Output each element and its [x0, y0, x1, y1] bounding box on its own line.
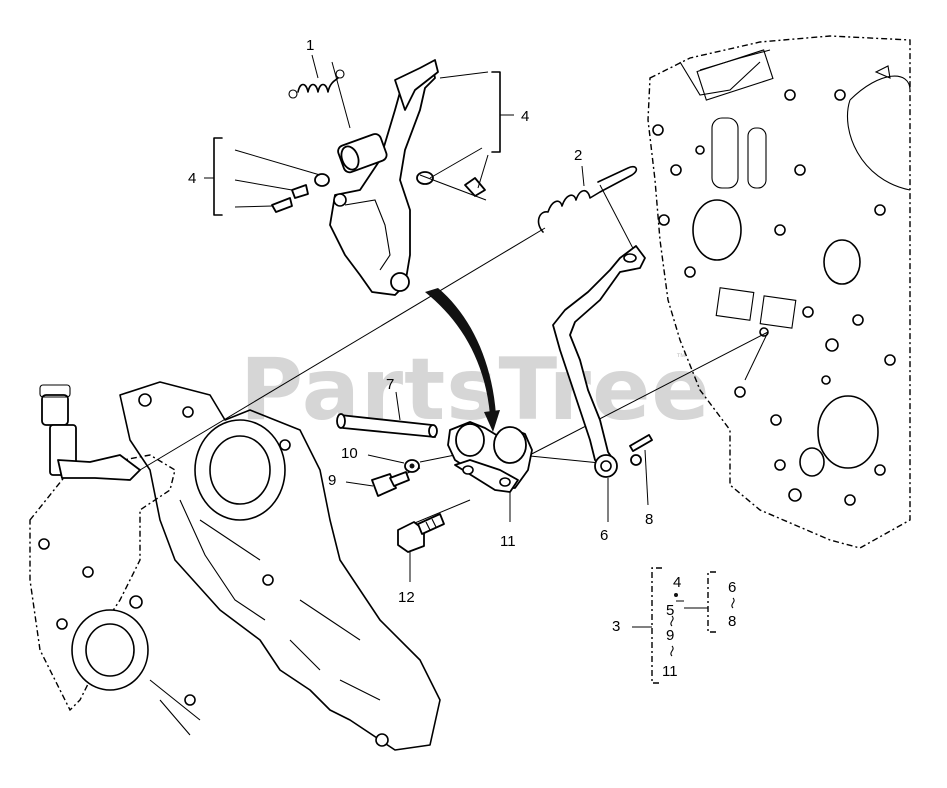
linkage-parts: [336, 391, 533, 582]
callout-7: 7: [386, 376, 395, 393]
legend-assembly-3: 3: [612, 618, 621, 635]
callout-11: 11: [500, 533, 516, 550]
fork-lever-assembly: [204, 54, 514, 296]
watermark-trademark: ™: [676, 352, 686, 363]
return-spring: [537, 165, 638, 233]
callout-1: 1: [306, 37, 315, 54]
callout-8: 8: [645, 511, 654, 528]
legend-item-9: 9: [666, 627, 675, 644]
legend-item-11: 11: [662, 663, 678, 680]
callout-6: 6: [600, 527, 609, 544]
legend-item-8: 8: [728, 613, 737, 630]
sweep-arrow: [425, 288, 500, 432]
legend-item-6: 6: [728, 579, 737, 596]
callout-4-left: 4: [188, 170, 197, 187]
legend-item-5: 5: [666, 602, 675, 619]
group-legend-brackets: [632, 567, 735, 684]
engine-housing-left: [29, 381, 441, 751]
callout-10: 10: [341, 445, 358, 462]
lever-arm: [552, 245, 653, 522]
engine-block-right: [647, 35, 911, 549]
legend-item-4: 4: [673, 574, 682, 591]
callout-2: 2: [574, 147, 583, 164]
callout-12: 12: [398, 589, 415, 606]
callout-9: 9: [328, 472, 337, 489]
callout-4-right: 4: [521, 108, 530, 125]
